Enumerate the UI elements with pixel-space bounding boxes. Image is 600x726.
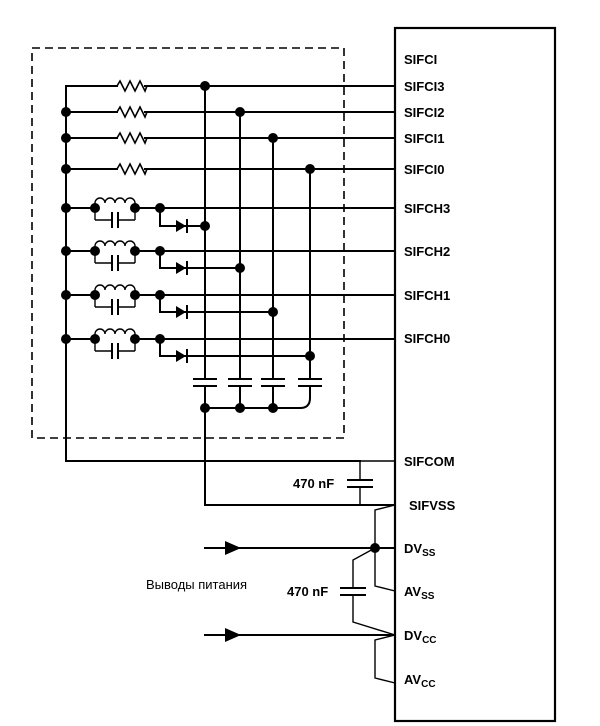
junction-dot: [155, 203, 165, 213]
junction-dot: [130, 290, 140, 300]
junction-dot: [235, 107, 245, 117]
cap2-value: 470 nF: [287, 584, 328, 599]
pin-sifch2: SIFCH2: [404, 244, 450, 259]
diode-icon: [176, 262, 186, 274]
junction-dot: [61, 107, 71, 117]
dvss-arrow-icon: [225, 541, 241, 555]
junction-dot: [155, 290, 165, 300]
sifci0-row: [65, 163, 396, 175]
diode-icon: [176, 306, 186, 318]
power-pins-caption: Выводы питания: [146, 577, 247, 592]
junction-dot: [235, 263, 245, 273]
external-network-outline: [31, 47, 345, 439]
pin-sifci: SIFCI: [404, 52, 437, 67]
junction-dot: [155, 334, 165, 344]
vcc-bracket: [374, 634, 396, 684]
junction-dot: [268, 307, 278, 317]
junction-dot: [130, 334, 140, 344]
pin-sifci2: SIFCI2: [404, 105, 444, 120]
diode-icon: [176, 350, 186, 362]
junction-dot: [90, 290, 100, 300]
junction-dot: [235, 403, 245, 413]
pin-sifcom: SIFCOM: [404, 454, 455, 469]
junction-dot: [61, 290, 71, 300]
pin-sifch0: SIFCH0: [404, 331, 450, 346]
ic-body: [393, 26, 557, 723]
cap1-value: 470 nF: [293, 476, 334, 491]
lc-row-3: [65, 197, 396, 233]
junction-dot: [61, 246, 71, 256]
pin-avcc: AVCC: [404, 672, 436, 690]
junction-dot: [200, 221, 210, 231]
cap-470nf-2: [340, 547, 396, 636]
junction-dot: [90, 246, 100, 256]
junction-dot: [200, 81, 210, 91]
filter-capacitors: [193, 225, 322, 410]
junction-dot: [155, 246, 165, 256]
junction-dot: [305, 351, 315, 361]
junction-dot: [90, 334, 100, 344]
junction-dots: [61, 81, 380, 553]
junction-dot: [61, 203, 71, 213]
junction-dot: [370, 543, 380, 553]
cap-470nf-1: [347, 460, 395, 505]
lc-diode-rows: [65, 197, 396, 363]
pin-sifci3: SIFCI3: [404, 79, 444, 94]
sifci2-row: [65, 106, 396, 118]
junction-dot: [90, 203, 100, 213]
pin-dvss: DVSS: [404, 541, 436, 559]
lc-row-2: [65, 240, 396, 275]
diode-icon: [176, 220, 186, 232]
junction-dot: [61, 334, 71, 344]
junction-dot: [61, 164, 71, 174]
junction-dot: [200, 403, 210, 413]
lc-row-0: [65, 328, 396, 363]
sifci1-row: [65, 132, 396, 144]
pin-sifch3: SIFCH3: [404, 201, 450, 216]
pin-avss: AVSS: [404, 584, 435, 602]
lc-row-1: [65, 284, 396, 319]
junction-dot: [61, 133, 71, 143]
dvcc-arrow-icon: [225, 628, 241, 642]
junction-dot: [130, 203, 140, 213]
pin-dvcc: DVCC: [404, 628, 437, 646]
pin-sifch1: SIFCH1: [404, 288, 450, 303]
pin-sifci0: SIFCI0: [404, 162, 444, 177]
pin-sifci1: SIFCI1: [404, 131, 444, 146]
junction-dot: [268, 133, 278, 143]
junction-dot: [268, 403, 278, 413]
junction-dot: [305, 164, 315, 174]
sifci3-row: [65, 80, 396, 92]
pin-sifvss: SIFVSS: [409, 498, 456, 513]
junction-dot: [130, 246, 140, 256]
